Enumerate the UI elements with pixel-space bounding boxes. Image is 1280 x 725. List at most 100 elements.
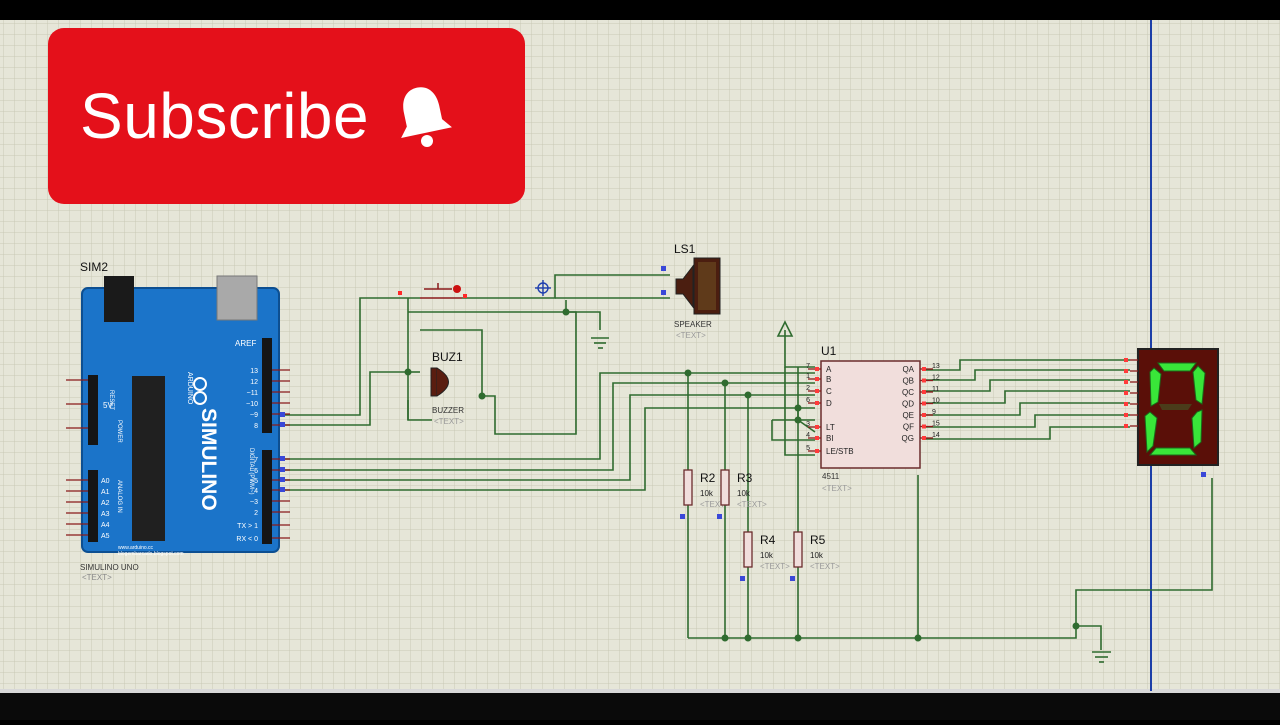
- analog-pin-label: A3: [101, 511, 110, 518]
- display-pin-marker: [1124, 380, 1128, 384]
- decoder-pin-number: 5: [806, 445, 810, 452]
- digital-pin-label: 8: [254, 423, 258, 430]
- resistors: R210k<TEXT>R310k<TEXT>R410k<TEXT>R510k<T…: [680, 469, 840, 581]
- display-pins: [1124, 358, 1138, 428]
- decoder-pin-marker: [815, 367, 819, 371]
- decoder-pin-marker: [815, 389, 819, 393]
- decoder-pin-number: 4: [806, 432, 810, 439]
- decoder-pin-name: LT: [826, 423, 835, 432]
- segments: [1144, 362, 1206, 456]
- arduino-text-placeholder: <TEXT>: [82, 573, 112, 582]
- display-pin-marker: [1124, 413, 1128, 417]
- analog-in-label: ANALOG IN: [116, 480, 122, 513]
- decoder-part: 4511: [822, 472, 840, 481]
- bell-icon: [401, 87, 453, 147]
- decoder-text: <TEXT>: [822, 484, 852, 493]
- decoder-pin-name: LE/STB: [826, 447, 854, 456]
- pin-marker: [280, 477, 285, 482]
- decoder-pin-name: D: [826, 399, 832, 408]
- digital-pin-label: RX < 0: [236, 536, 258, 543]
- reset-label: RESET: [108, 390, 114, 410]
- power-jack: [104, 276, 134, 322]
- resistor-pin-marker: [790, 576, 795, 581]
- resistor-pin-marker: [680, 514, 685, 519]
- resistor-text: <TEXT>: [810, 562, 840, 571]
- resistor-text: <TEXT>: [737, 500, 767, 509]
- buzzer-text: <TEXT>: [434, 417, 464, 426]
- decoder-pin-marker: [922, 401, 926, 406]
- decoder-pin-number: 14: [932, 432, 940, 439]
- display-pin-marker: [1124, 402, 1128, 406]
- decoder-pin-marker: [815, 425, 819, 429]
- buzzer[interactable]: BUZ1 BUZZER <TEXT>: [430, 350, 464, 426]
- digital-pin-label: TX > 1: [237, 523, 258, 530]
- power-header: [88, 375, 98, 445]
- speaker[interactable]: LS1 SPEAKER <TEXT>: [661, 242, 721, 340]
- analog-pin-label: A5: [101, 533, 110, 540]
- decoder-pin-marker: [922, 424, 926, 429]
- resistor-r4: R4 10k <TEXT>: [740, 531, 790, 581]
- url-line-2: blogembarcado.blogspot.com: [118, 551, 184, 557]
- decoder-pin-marker: [815, 377, 819, 381]
- subscribe-button[interactable]: Subscribe: [48, 28, 525, 204]
- digital-pin-label: ~5: [250, 478, 258, 485]
- display-pin-marker: [1124, 369, 1128, 373]
- pin-marker: [280, 456, 285, 461]
- decoder-ref: U1: [821, 344, 837, 358]
- segment-g: [1159, 404, 1192, 410]
- speaker-text: <TEXT>: [676, 331, 706, 340]
- decoder-pin-name: QA: [902, 365, 914, 374]
- bottom-bar: [0, 691, 1280, 720]
- simulino-logo: SIMULINO: [197, 408, 220, 511]
- decoder-pin-marker: [922, 436, 926, 440]
- ground-symbol: [591, 337, 1111, 663]
- resistor-text: <TEXT>: [760, 562, 790, 571]
- decoder-pin-number: 3: [806, 421, 810, 428]
- decoder-pin-name: BI: [826, 434, 834, 443]
- decoder-pin-marker: [922, 390, 926, 394]
- display-pin-marker: [1124, 358, 1128, 362]
- junctions: [404, 308, 1080, 642]
- decoder-pin-number: 13: [932, 363, 940, 370]
- digital-pin-label: 2: [254, 510, 258, 517]
- seven-segment-display[interactable]: [1124, 348, 1219, 477]
- segment-d: [1148, 447, 1198, 456]
- resistor-body: [793, 531, 803, 568]
- decoder-pin-marker: [922, 413, 926, 417]
- digital-pin-label: 7: [254, 457, 258, 464]
- decoder-pin-marker: [815, 449, 819, 453]
- digital-pin-label: ~11: [247, 390, 258, 397]
- decoder-pin-number: 7: [806, 363, 810, 370]
- decoder-pin-name: C: [826, 387, 832, 396]
- decoder-pin-number: 1: [806, 373, 810, 380]
- push-button[interactable]: [398, 283, 467, 299]
- segment-f: [1149, 367, 1162, 407]
- resistor-ref: R4: [760, 533, 776, 547]
- decoder-pin-number: 10: [932, 398, 940, 405]
- subscribe-label: Subscribe: [80, 80, 370, 152]
- arduino-sublogo: ARDUINO: [186, 372, 193, 405]
- segment-e: [1144, 411, 1158, 454]
- buzzer-type: BUZZER: [432, 406, 464, 415]
- decoder-pin-name: A: [826, 365, 832, 374]
- decoder-pin-marker: [922, 378, 926, 383]
- digital-pin-label: ~6: [250, 468, 258, 475]
- resistor-value: 10k: [760, 551, 774, 560]
- pin-marker: [280, 487, 285, 492]
- segment-c: [1191, 409, 1203, 450]
- resistor-body: [720, 469, 730, 506]
- analog-header: [88, 470, 98, 542]
- probe-crosshair[interactable]: [535, 280, 551, 296]
- segment-b: [1192, 365, 1206, 405]
- digital-pin-label: 4: [254, 488, 258, 495]
- resistor-ref: R3: [737, 471, 753, 485]
- decoder-pin-marker: [815, 436, 819, 440]
- decoder-pin-name: QG: [902, 434, 914, 443]
- decoder-pin-number: 9: [932, 409, 936, 416]
